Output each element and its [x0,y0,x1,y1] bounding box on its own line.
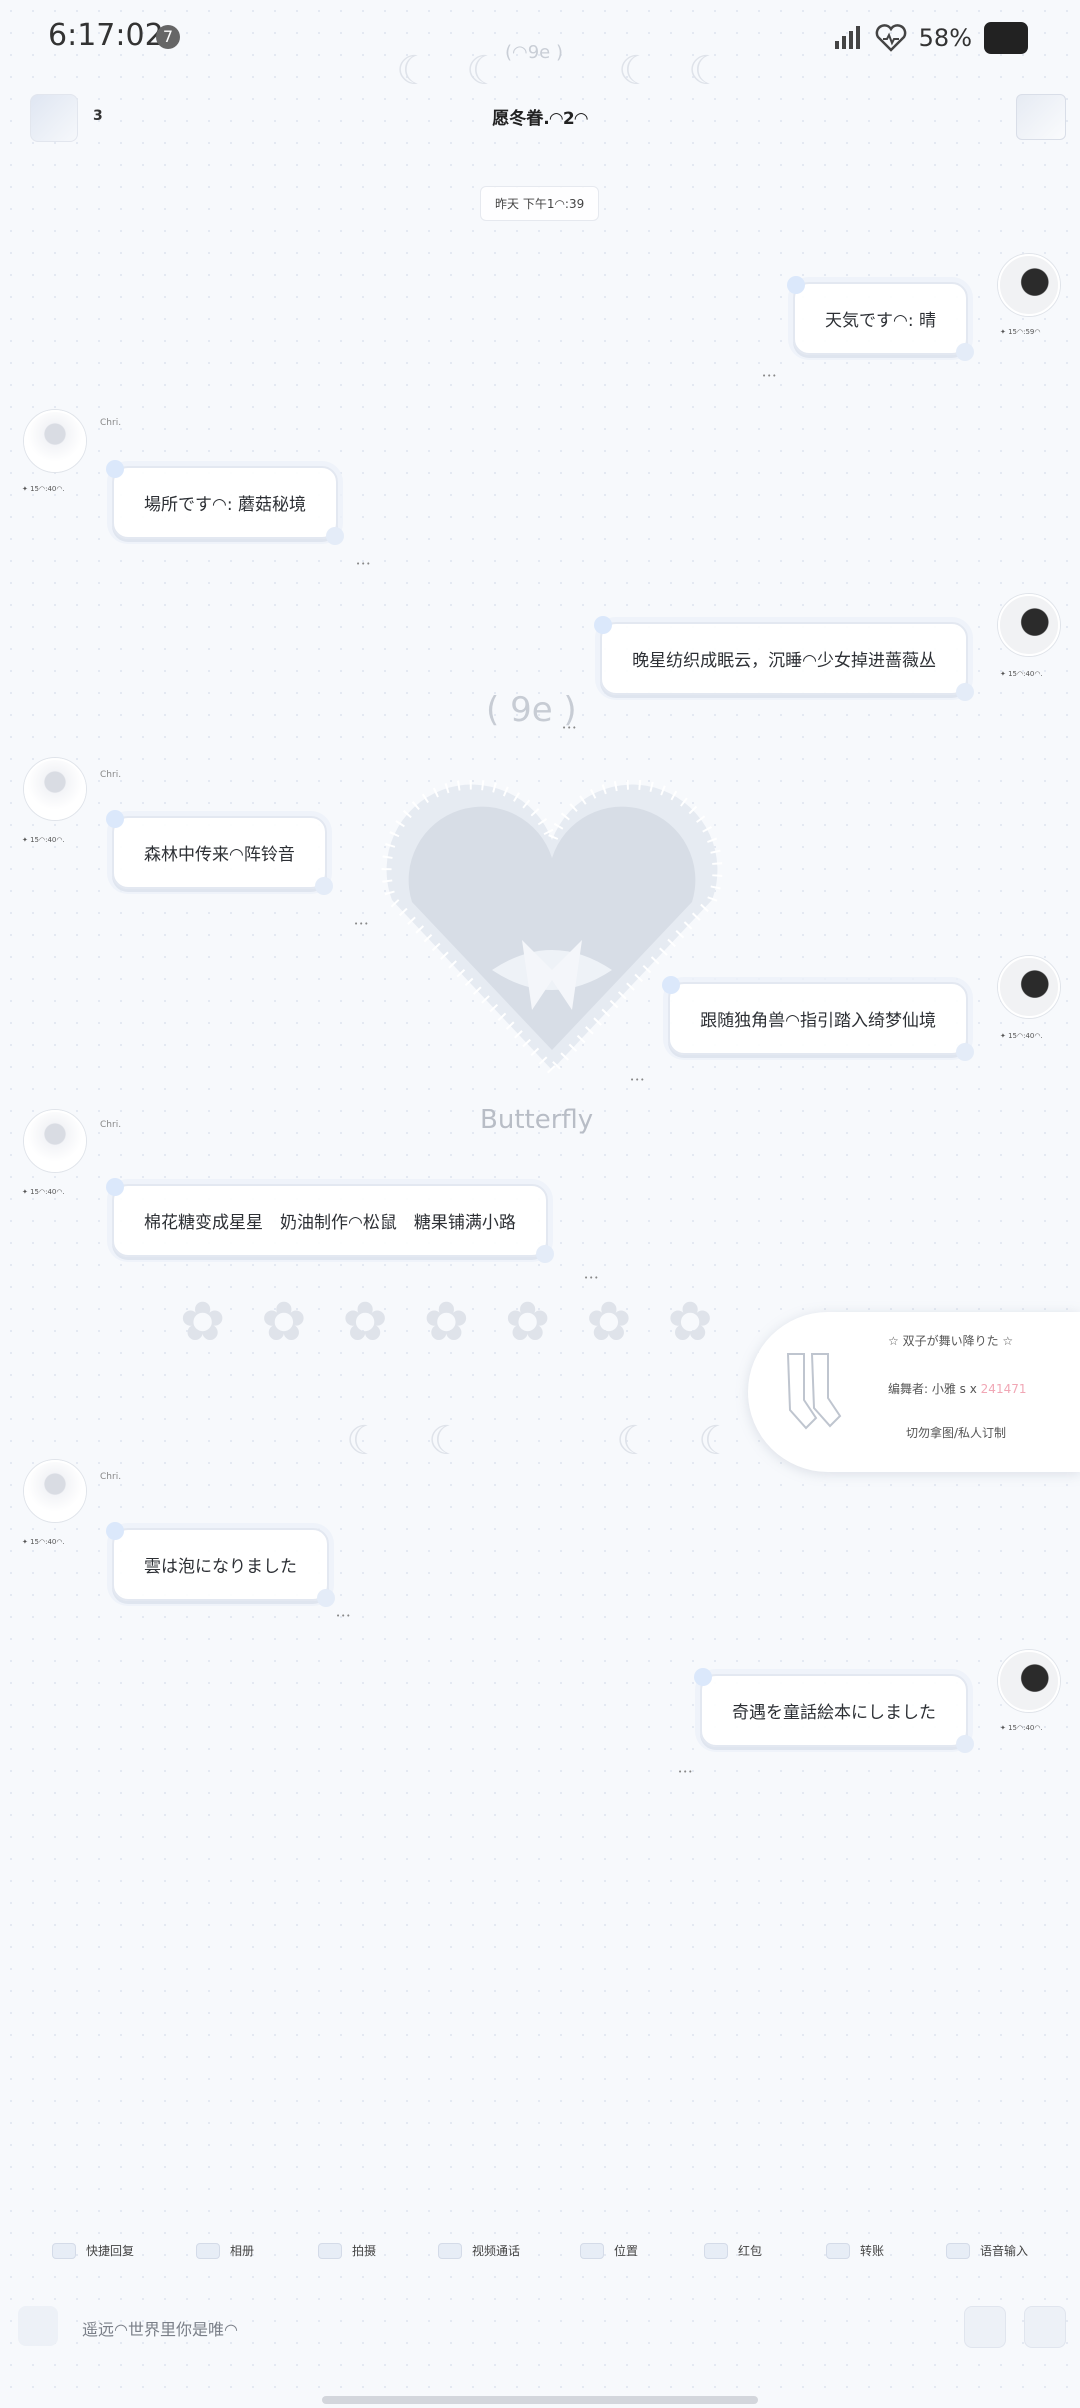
red-packet-tool[interactable]: 红包 [704,2242,762,2259]
transfer-icon [826,2242,850,2259]
moon-deco-icon: ☾ [698,1418,734,1464]
contact-avatar[interactable] [24,1460,86,1522]
tool-label: 快捷回复 [86,2244,135,2258]
battery-percent: 58% [918,24,972,52]
tool-label: 语音输入 [980,2244,1029,2258]
plus-button[interactable] [1024,2306,1066,2348]
card-author: 编舞者: 小雅 s x 241471 [888,1380,1026,1397]
card-author-label: 编舞者: 小雅 s x [888,1382,977,1396]
signal-icon [834,26,860,49]
moon-deco-icon: ☾ [466,48,502,94]
avatar-caption: ✦ 15◠:40◠. [1000,670,1043,678]
butterfly-deco-text: Butterfly [480,1105,594,1135]
read-receipt: ••• [584,1274,600,1282]
voice-input-icon [946,2242,970,2259]
camera-tool[interactable]: 拍摄 [318,2242,376,2259]
read-receipt: ••• [356,560,372,568]
message-bubble[interactable]: 跟随独角兽◠指引踏入绮梦仙境 [662,976,974,1061]
avatar-caption: ✦ 15◠:59◠ [1000,328,1041,336]
self-avatar[interactable] [998,254,1060,316]
moon-deco-icon: ☾ [346,1418,382,1464]
read-receipt: ••• [336,1612,352,1620]
sender-name: Chri. [100,1120,122,1130]
notification-badge: 7 [156,25,180,49]
self-avatar[interactable] [998,594,1060,656]
card-author-id: 241471 [980,1382,1027,1396]
avatar-caption: ✦ 15◠:40◠. [22,1538,65,1546]
self-avatar[interactable] [998,956,1060,1018]
moon-deco-icon: ☾ [618,48,654,94]
cloud-deco-icon: ✿✿✿✿✿✿✿ [180,1290,749,1353]
message-bubble[interactable]: 場所です◠: 蘑菇秘境 [106,460,344,545]
card-note: 切勿拿图/私人订制 [906,1426,1007,1440]
video-call-icon [438,2242,462,2259]
read-receipt: ••• [762,372,778,380]
tool-label: 红包 [738,2244,763,2258]
avatar-caption: ✦ 15◠:40◠. [22,836,65,844]
status-indicators: 58% [833,22,1028,54]
quick-toolbar: 快捷回复 相册 拍摄 视频通话 位置 红包 转账 语音输入 [0,2236,1080,2276]
sender-name: Chri. [100,770,122,780]
location-icon [580,2242,604,2259]
tool-label: 转账 [860,2244,885,2258]
tool-label: 相册 [230,2244,255,2258]
status-time: 6:17:02 [48,18,164,53]
message-bubble[interactable]: 棉花糖变成星星 奶油制作◠松鼠 糖果铺满小路 [106,1178,554,1263]
avatar-caption: ✦ 15◠:40◠. [1000,1032,1043,1040]
sender-name: Chri. [100,418,122,428]
emoji-button[interactable] [964,2306,1006,2348]
voice-input-tool[interactable]: 语音输入 [946,2242,1028,2259]
home-indicator[interactable] [322,2396,758,2404]
message-bubble[interactable]: 雲は泡になりました [106,1522,335,1607]
location-tool[interactable]: 位置 [580,2242,638,2259]
moon-deco-icon: ☾ [688,48,724,94]
message-bubble[interactable]: 奇遇を童話絵本にしました [694,1668,974,1753]
album-tool[interactable]: 相册 [196,2242,254,2259]
read-receipt: ••• [562,724,578,732]
message-bubble[interactable]: 天気です◠: 晴 [787,276,974,361]
quick-reply-icon [52,2242,76,2259]
tool-label: 视频通话 [472,2244,521,2258]
contact-avatar[interactable] [24,758,86,820]
chat-title: 愿冬眷.◠2◠ [492,109,588,129]
album-icon [196,2242,220,2259]
center-deco-label: ( 9e ) [486,690,577,730]
self-avatar[interactable] [998,1650,1060,1712]
sender-name: Chri. [100,1472,122,1482]
socks-icon [786,1353,842,1430]
avatar-caption: ✦ 15◠:40◠. [22,1188,65,1196]
moon-deco-icon: ☾ [428,1418,464,1464]
avatar-caption: ✦ 15◠:40◠. [1000,1724,1043,1732]
card-title: ☆ 双子が舞い降りた ☆ [888,1334,1014,1348]
read-receipt: ••• [678,1768,694,1776]
back-button[interactable] [30,94,78,142]
avatar-caption: ✦ 15◠:40◠. [22,485,65,493]
unread-count: 3 [93,108,103,124]
header-deco-label: (◠9e ) [505,42,563,63]
message-input[interactable]: 遥远◠世界里你是唯◠ [82,2320,238,2339]
quick-reply-tool[interactable]: 快捷回复 [52,2242,134,2259]
camera-icon [318,2242,342,2259]
contact-avatar[interactable] [24,410,86,472]
moon-deco-icon: ☾ [396,48,432,94]
floating-credit-card[interactable]: ☆ 双子が舞い降りた ☆ 编舞者: 小雅 s x 241471 切勿拿图/私人订… [748,1312,1080,1472]
read-receipt: ••• [630,1076,646,1084]
message-bubble[interactable]: 晚星纺织成眠云，沉睡◠少女掉进蔷薇丛 [594,616,974,701]
more-options-button[interactable] [1016,94,1066,140]
moon-deco-icon: ☾ [616,1418,652,1464]
message-bubble[interactable]: 森林中传来◠阵铃音 [106,810,333,895]
tool-label: 拍摄 [352,2244,377,2258]
video-call-tool[interactable]: 视频通话 [438,2242,520,2259]
red-packet-icon [704,2242,728,2259]
battery-icon [984,22,1028,54]
transfer-tool[interactable]: 转账 [826,2242,884,2259]
voice-toggle-button[interactable] [18,2306,58,2346]
heart-rate-icon [875,24,907,52]
read-receipt: ••• [354,920,370,928]
tool-label: 位置 [614,2244,639,2258]
lace-heart-icon [381,780,723,1078]
chat-timestamp: 昨天 下午1◠:39 [480,186,600,221]
contact-avatar[interactable] [24,1110,86,1172]
